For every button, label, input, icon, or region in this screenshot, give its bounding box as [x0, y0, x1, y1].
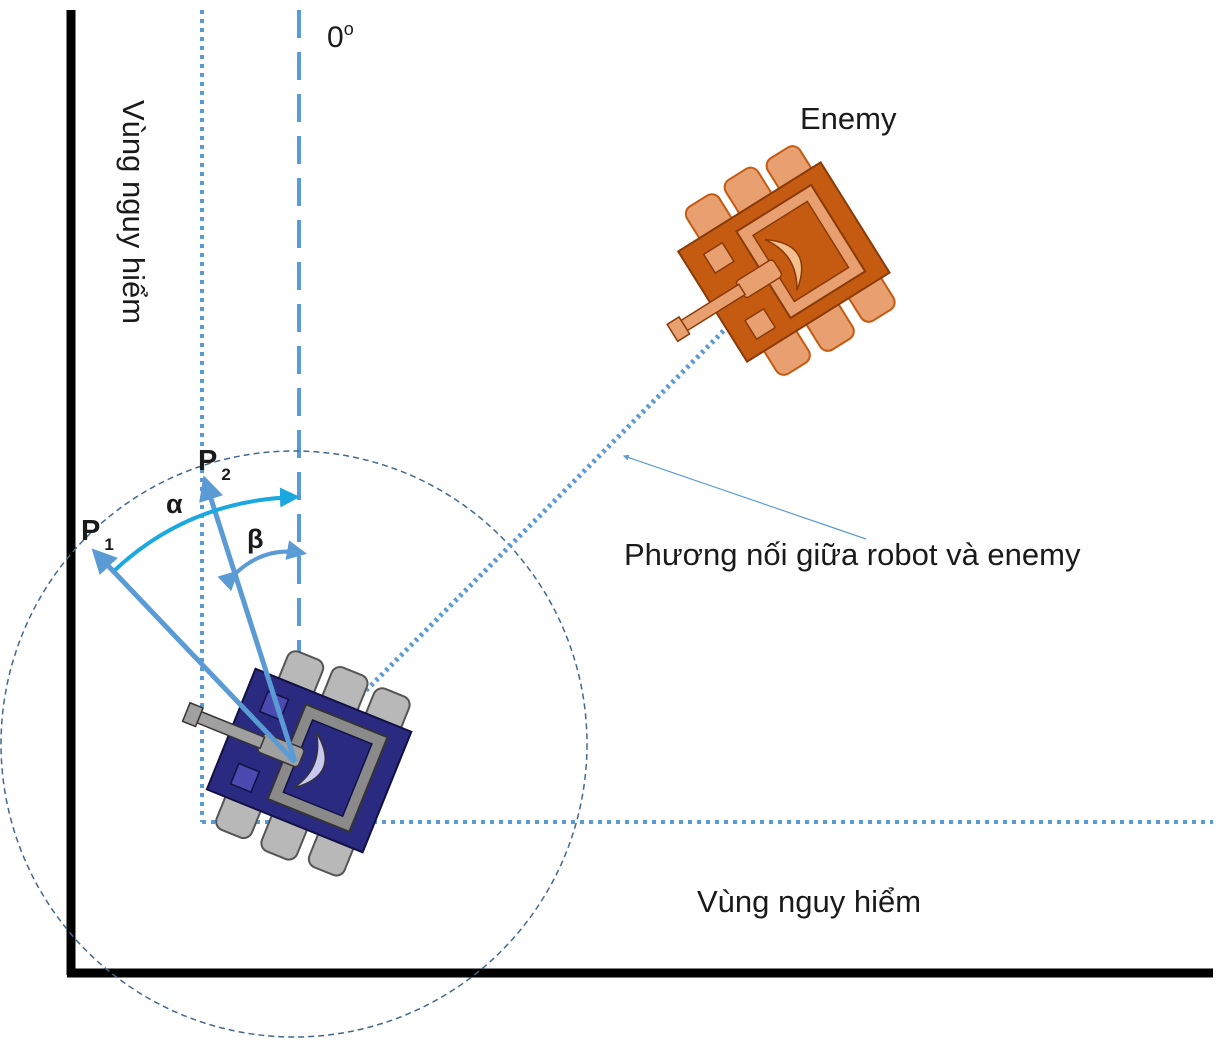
direction-line-label: Phương nối giữa robot và enemy	[624, 537, 1081, 572]
vector-p1	[91, 548, 297, 764]
alpha-arc	[113, 487, 300, 572]
enemy-tank-icon	[666, 145, 896, 376]
vector-p2	[199, 475, 298, 763]
player-tank-icon	[181, 650, 413, 877]
beta-label: β	[247, 524, 263, 554]
zero-degree-label: 0o	[327, 19, 354, 54]
beta-arc	[217, 540, 307, 592]
alpha-label: α	[166, 489, 183, 519]
danger-zone-bottom-label: Vùng nguy hiểm	[697, 884, 921, 919]
enemy-label: Enemy	[800, 101, 897, 136]
danger-zone-left-label: Vùng nguy hiểm	[116, 100, 151, 324]
direction-pointer	[622, 454, 867, 540]
robot-enemy-line	[295, 270, 784, 762]
robot-radius-circle	[0, 450, 588, 1038]
